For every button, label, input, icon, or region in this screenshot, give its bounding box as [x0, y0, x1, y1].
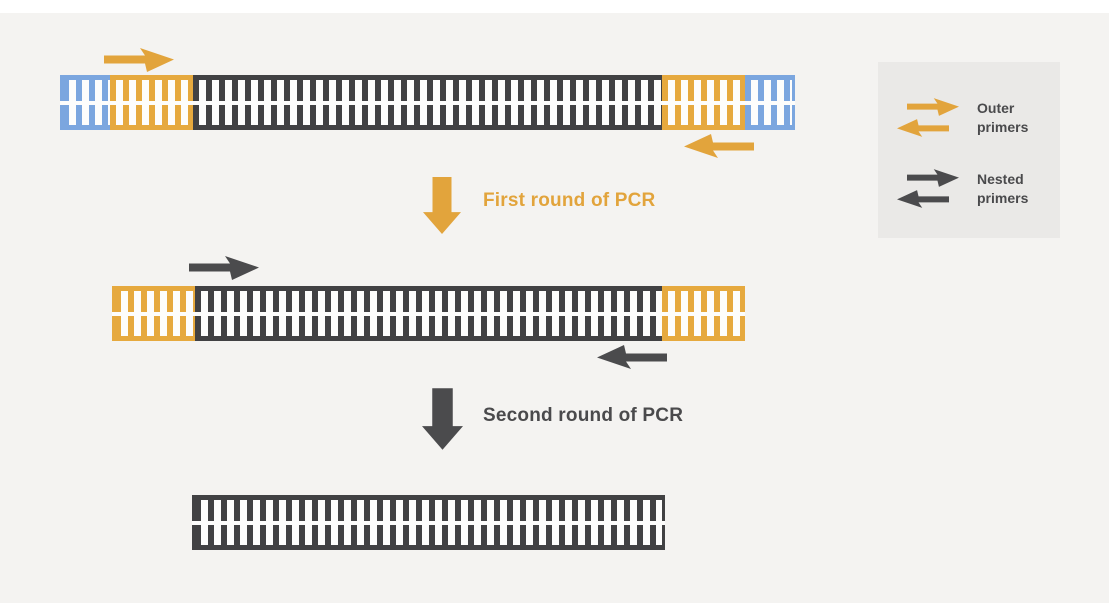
outer-reverse-primer-arrow-icon — [684, 134, 754, 158]
strand-segment-yellow — [112, 286, 195, 341]
strand-second-round-product — [192, 495, 665, 550]
strand-template-dna — [60, 75, 795, 130]
outer-primers-arrows-icon — [897, 98, 959, 137]
strand-segment-blue — [745, 75, 795, 130]
legend-row-nested-primers: Nested primers — [897, 169, 1050, 208]
outer-forward-primer-arrow-icon — [104, 48, 174, 72]
nested-reverse-primer-arrow-icon — [597, 345, 667, 369]
strand-first-round-product — [112, 286, 745, 341]
strand-segment-yellow — [662, 75, 745, 130]
legend-outer-primers-label: Outer primers — [977, 99, 1029, 135]
first-round-label: First round of PCR — [483, 190, 656, 211]
legend-nested-primers-label: Nested primers — [977, 170, 1029, 206]
nested-forward-primer-arrow-icon — [189, 256, 259, 280]
second-round-down-arrow-icon — [422, 388, 463, 450]
strand-segment-yellow — [110, 75, 193, 130]
strand-segment-blue — [60, 75, 110, 130]
legend-row-outer-primers: Outer primers — [897, 98, 1050, 137]
strand-segment-dark — [192, 495, 665, 550]
strand-segment-dark — [193, 75, 662, 130]
first-round-down-arrow-icon — [423, 177, 461, 234]
strand-segment-dark — [195, 286, 662, 341]
strand-segment-yellow — [662, 286, 745, 341]
nested-primers-arrows-icon — [897, 169, 959, 208]
second-round-label: Second round of PCR — [483, 405, 684, 426]
legend-box: Outer primers Nested primers — [878, 62, 1060, 238]
